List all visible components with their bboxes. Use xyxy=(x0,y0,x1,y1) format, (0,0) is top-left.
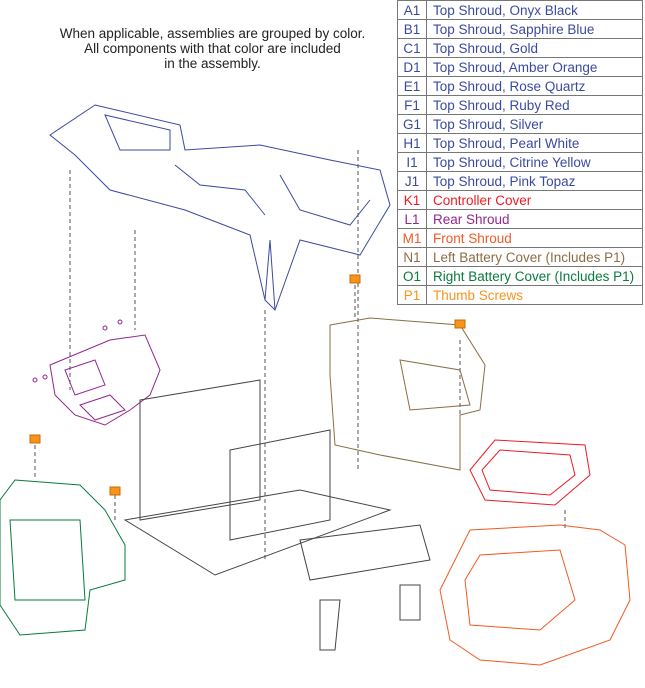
chassis-frame xyxy=(123,379,431,651)
part-code: C1 xyxy=(397,38,427,58)
part-label: Left Battery Cover (Includes P1) xyxy=(426,247,643,267)
part-label: Top Shroud, Citrine Yellow xyxy=(426,152,643,172)
part-code: J1 xyxy=(397,171,427,191)
part-code: L1 xyxy=(397,209,427,229)
assembly-note: When applicable, assemblies are grouped … xyxy=(40,26,385,71)
leader-lines xyxy=(34,150,566,560)
part-code: O1 xyxy=(397,266,427,286)
part-label: Thumb Screws xyxy=(426,285,643,305)
part-code: E1 xyxy=(397,76,427,96)
part-code: K1 xyxy=(397,190,427,210)
part-code: F1 xyxy=(397,95,427,115)
part-code: D1 xyxy=(397,57,427,77)
part-code: H1 xyxy=(397,133,427,153)
note-line-2: All components with that color are inclu… xyxy=(84,41,341,56)
left-battery-cover xyxy=(329,317,486,471)
front-shroud xyxy=(439,524,631,666)
note-line-3: in the assembly. xyxy=(164,56,261,71)
part-label: Top Shroud, Amber Orange xyxy=(426,57,643,77)
note-line-1: When applicable, assemblies are grouped … xyxy=(59,26,366,41)
controller-cover xyxy=(469,439,591,506)
part-label: Top Shroud, Pink Topaz xyxy=(426,171,643,191)
rear-shroud xyxy=(32,319,161,426)
top-shroud xyxy=(49,104,391,311)
thumb-screws xyxy=(29,274,466,496)
right-battery-cover xyxy=(0,479,126,636)
part-code: A1 xyxy=(397,0,427,20)
part-label: Top Shroud, Sapphire Blue xyxy=(426,19,643,39)
part-label: Top Shroud, Onyx Black xyxy=(426,0,643,20)
part-code: P1 xyxy=(397,285,427,305)
part-label: Right Battery Cover (Includes P1) xyxy=(426,266,643,286)
part-label: Top Shroud, Pearl White xyxy=(426,133,643,153)
